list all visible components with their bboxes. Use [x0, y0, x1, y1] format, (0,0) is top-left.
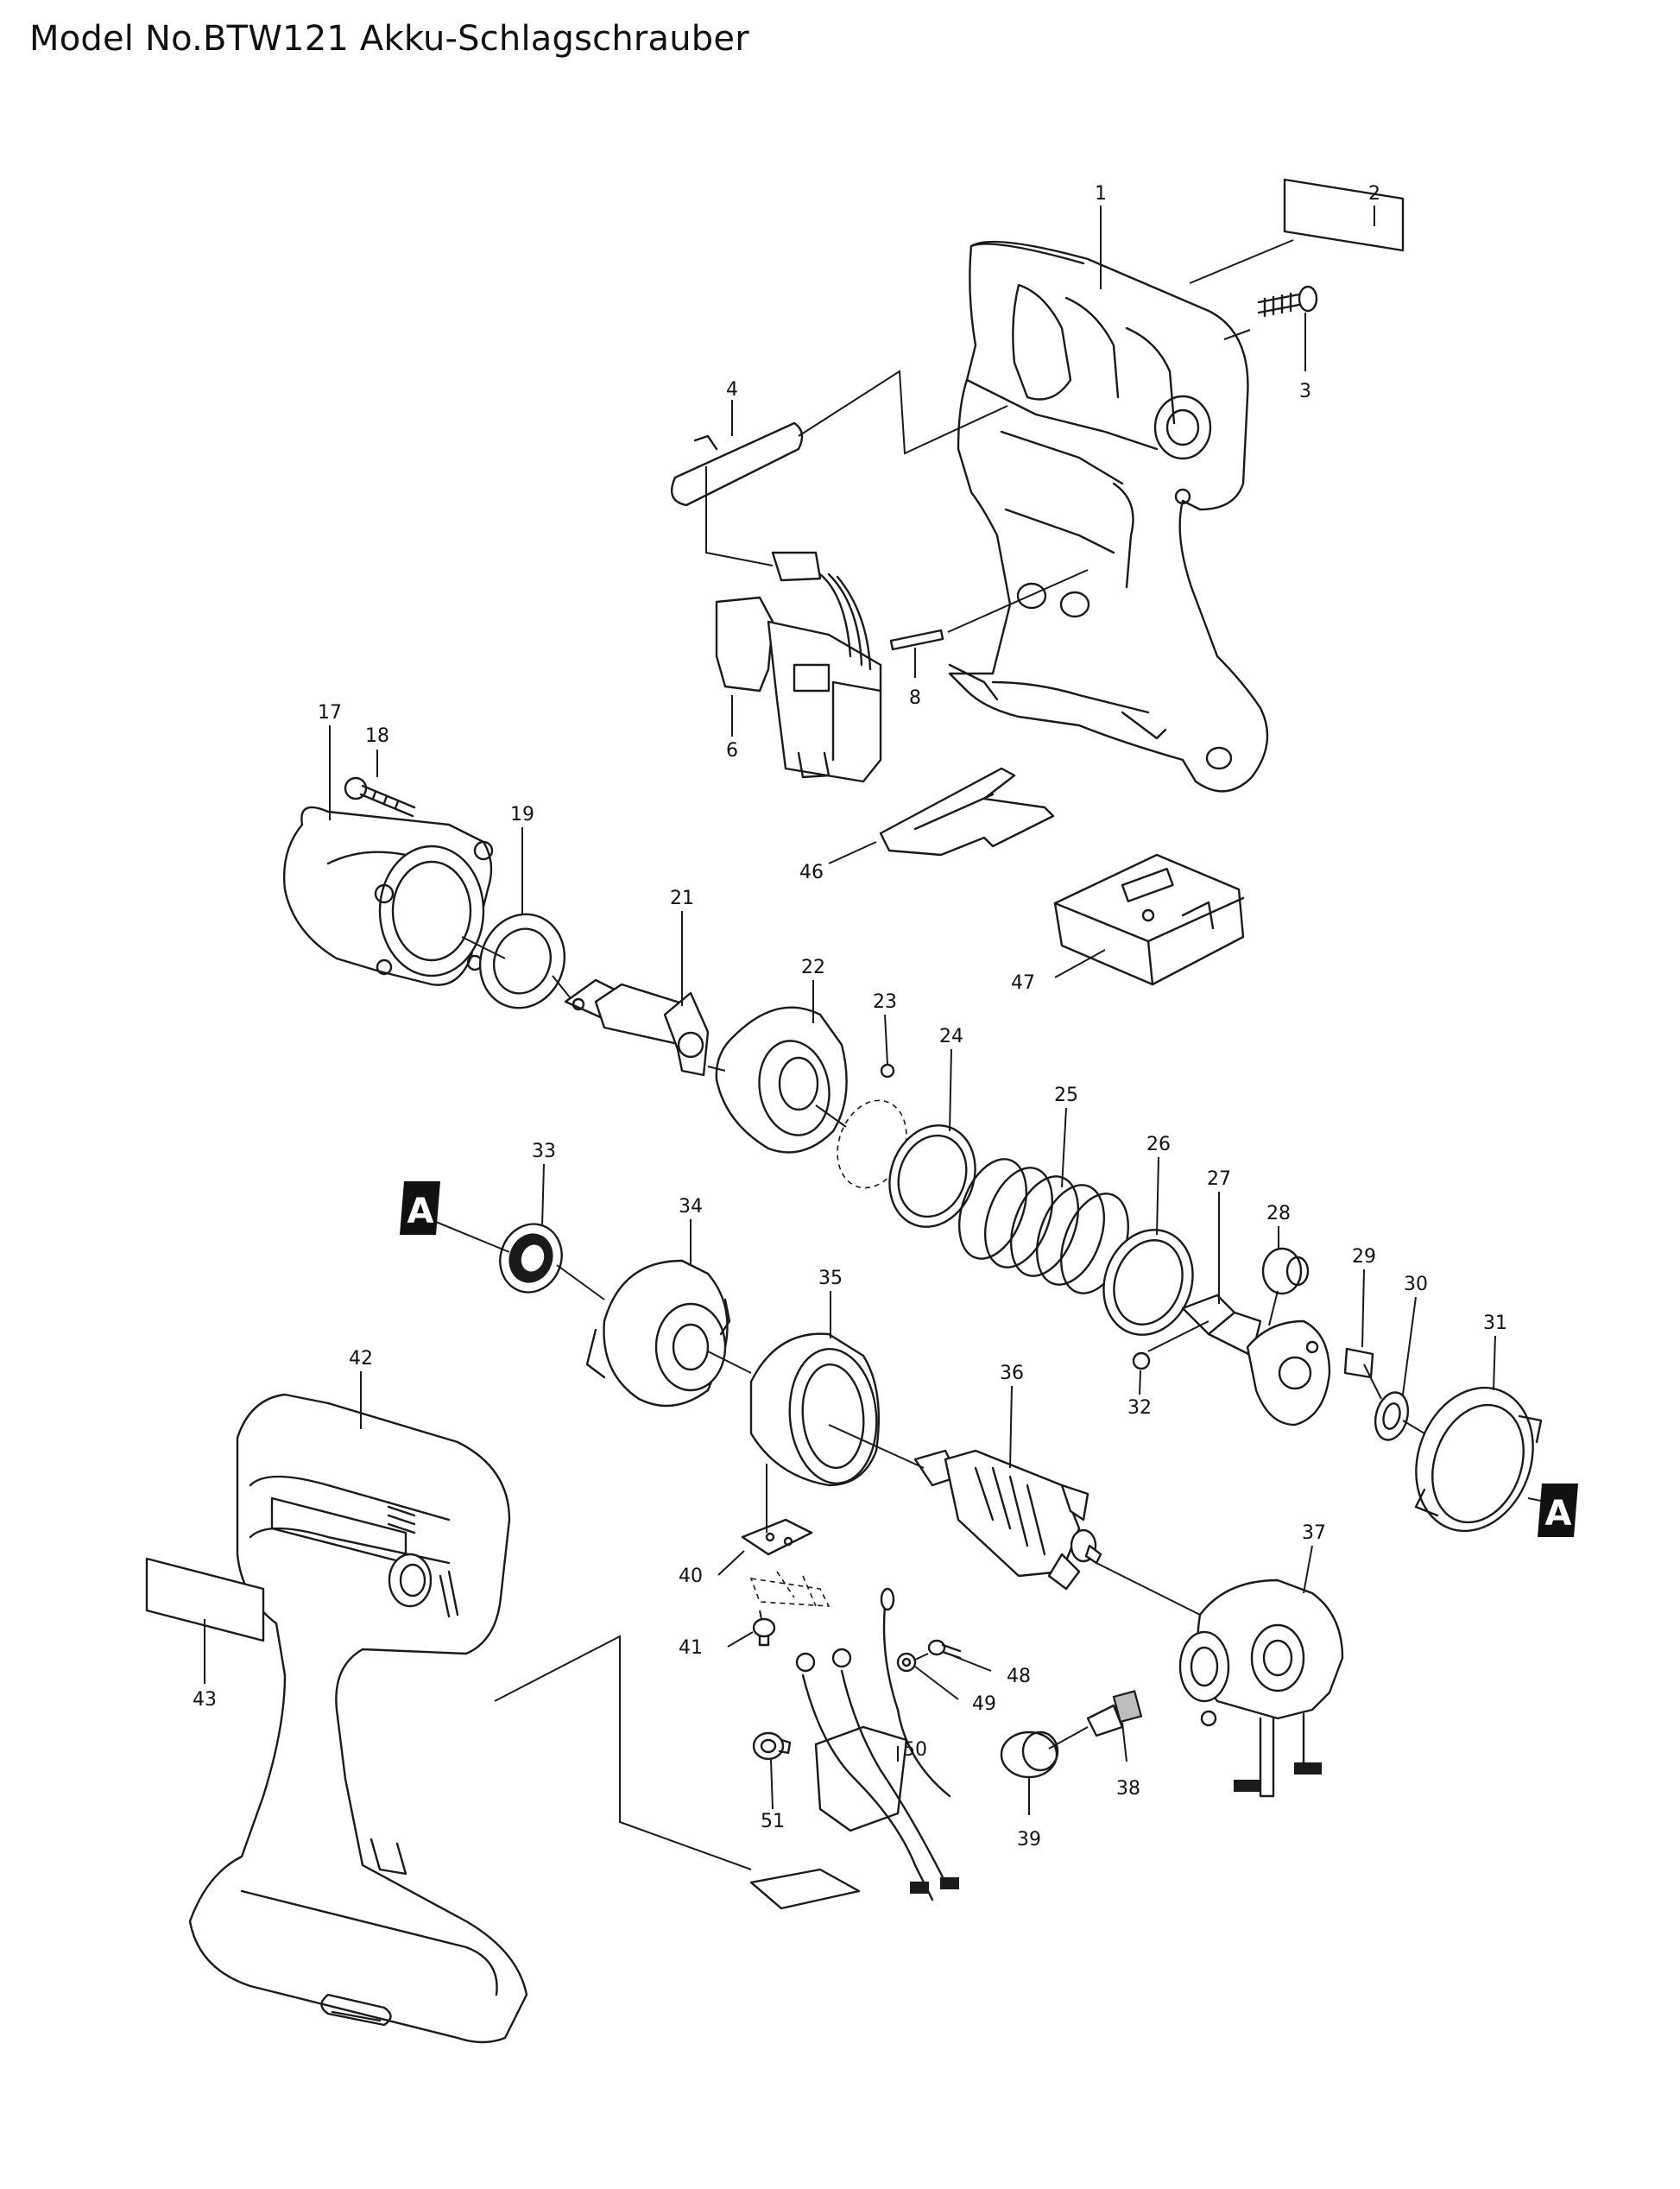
- callout-47: 47: [1011, 972, 1035, 994]
- callout-31: 31: [1483, 1313, 1507, 1334]
- callout-39: 39: [1017, 1829, 1041, 1851]
- callout-41: 41: [679, 1637, 703, 1659]
- screw-drawing-3: [1257, 285, 1318, 318]
- ball-drawing-32: [1132, 1351, 1151, 1370]
- grommet-drawing: [752, 1731, 792, 1761]
- callout-1: 1: [1095, 183, 1107, 205]
- callout-4: 4: [726, 379, 738, 401]
- hammer-drawing: [715, 1006, 848, 1154]
- callout-46: 46: [799, 862, 824, 883]
- housing-half-drawing: [948, 240, 1269, 793]
- callout-27: 27: [1207, 1168, 1231, 1190]
- controller-drawing: [1053, 853, 1245, 986]
- callout-30: 30: [1404, 1274, 1428, 1295]
- callout-50: 50: [903, 1739, 927, 1761]
- reference-marker-left-label: A: [407, 1192, 434, 1231]
- callout-8: 8: [909, 687, 921, 709]
- anvil-drawing: [564, 978, 710, 1077]
- ball-drawing-23: [880, 1063, 895, 1079]
- callout-34: 34: [679, 1196, 703, 1218]
- callout-43: 43: [193, 1689, 217, 1711]
- callout-23: 23: [873, 991, 897, 1013]
- wiring-drawing: [749, 1587, 959, 1910]
- cap-drawing: [1000, 1730, 1059, 1779]
- callout-6: 6: [726, 740, 738, 762]
- cylinder-drawing: [749, 1332, 881, 1487]
- brush-holder-drawing: [1086, 1690, 1143, 1737]
- plate-drawing-40: [741, 1518, 831, 1607]
- reference-marker-right-label: A: [1545, 1494, 1572, 1534]
- callout-19: 19: [510, 804, 534, 826]
- ring-gear-drawing: [1414, 1386, 1543, 1533]
- washer-drawing-49: [896, 1652, 917, 1673]
- screw-drawing-18: [344, 776, 416, 818]
- plate-drawing-46: [879, 767, 1055, 857]
- callout-33: 33: [532, 1141, 556, 1162]
- hammer-case-drawing: [283, 806, 494, 986]
- callout-36: 36: [1000, 1363, 1024, 1384]
- callout-28: 28: [1266, 1203, 1291, 1224]
- callout-22: 22: [801, 957, 825, 978]
- switch-drawing: [715, 551, 882, 783]
- assembly-lines: [435, 239, 1572, 1870]
- reference-marker-left: A: [400, 1181, 440, 1235]
- callout-37: 37: [1302, 1522, 1326, 1544]
- label-plate-drawing: [1283, 178, 1405, 252]
- washer-drawing-26: [1102, 1229, 1194, 1336]
- label-drawing-43: [145, 1557, 265, 1642]
- page-title: Model No.BTW121 Akku-Schlagschrauber: [29, 19, 749, 59]
- callout-29: 29: [1352, 1246, 1376, 1268]
- callout-24: 24: [939, 1026, 963, 1047]
- washer-drawing-24: [888, 1124, 976, 1228]
- callout-38: 38: [1116, 1778, 1140, 1800]
- screw-drawing-48: [927, 1639, 962, 1660]
- motor-housing-drawing: [1178, 1578, 1344, 1798]
- callout-3: 3: [1299, 381, 1311, 402]
- callout-2: 2: [1368, 183, 1380, 205]
- screw-drawing-41: [752, 1617, 776, 1647]
- callout-26: 26: [1146, 1134, 1171, 1155]
- callout-18: 18: [365, 725, 389, 747]
- armature-drawing: [913, 1449, 1102, 1591]
- callout-21: 21: [670, 888, 694, 909]
- housing-half-drawing-42: [188, 1393, 528, 2044]
- callout-35: 35: [818, 1268, 843, 1289]
- switch-lever-drawing: [671, 421, 804, 507]
- callout-51: 51: [761, 1811, 785, 1832]
- pin-drawing: [889, 629, 944, 651]
- callout-32: 32: [1127, 1397, 1152, 1419]
- callout-pointers: [204, 206, 1496, 1815]
- callout-40: 40: [679, 1566, 703, 1587]
- callout-48: 48: [1007, 1666, 1031, 1687]
- callout-numbers: 1 2 3 4 6 8 17 18 19 21 22 23 24 25 26 2…: [193, 183, 1507, 1851]
- spindle-drawing: [1181, 1294, 1331, 1427]
- gear-housing-drawing: [585, 1259, 731, 1408]
- callout-49: 49: [972, 1693, 996, 1715]
- washer-drawing-30: [1374, 1391, 1410, 1441]
- planet-gear-drawing: [1261, 1247, 1310, 1295]
- bearing-drawing-33: [499, 1223, 563, 1294]
- callout-42: 42: [349, 1348, 373, 1370]
- callout-25: 25: [1054, 1085, 1078, 1106]
- callout-17: 17: [318, 702, 342, 724]
- reference-marker-right: A: [1538, 1484, 1578, 1537]
